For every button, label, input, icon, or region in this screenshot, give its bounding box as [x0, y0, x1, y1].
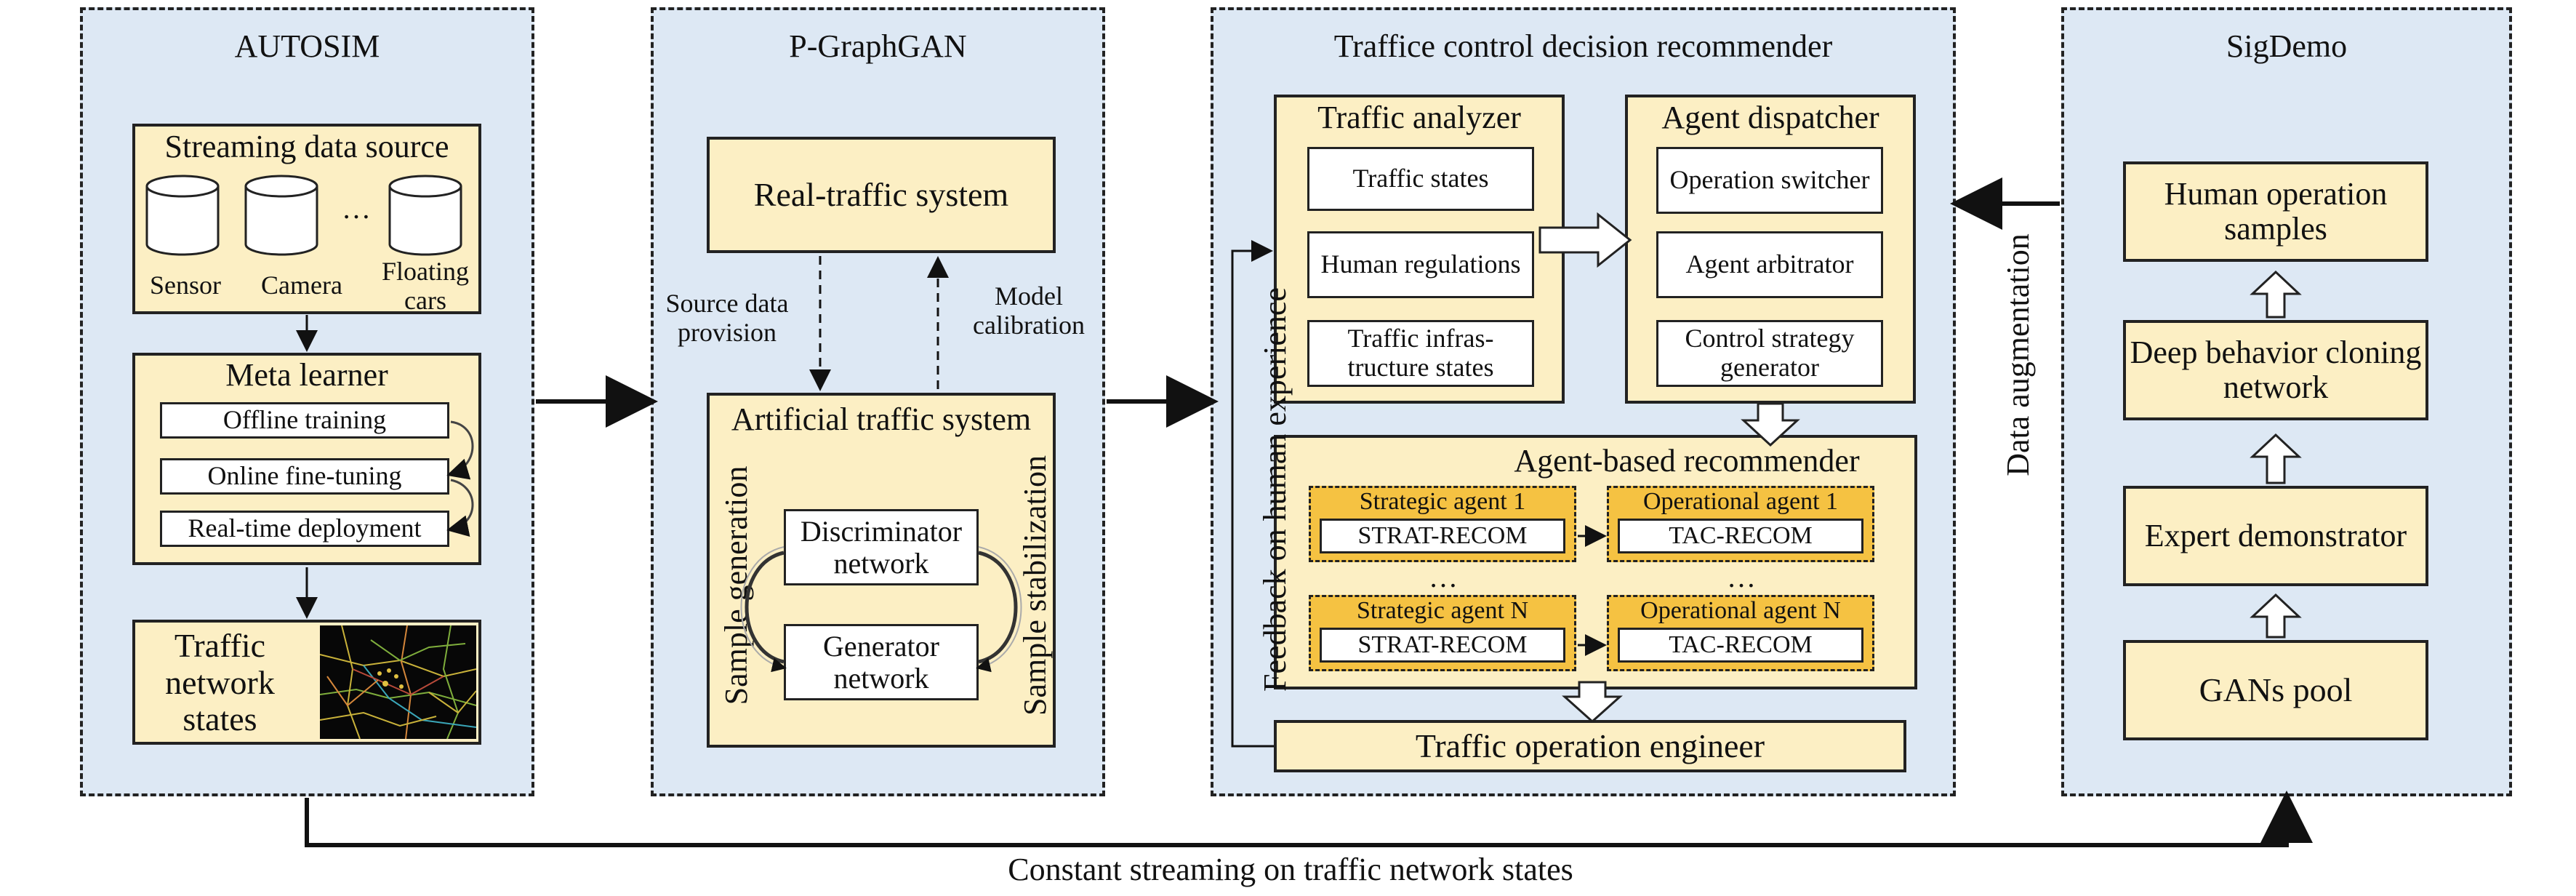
- hollow-arrow-expert-to-deepbc: [2250, 433, 2302, 484]
- real-time-deployment-step: Real-time deployment: [160, 511, 449, 547]
- operational-agent-1-label: Operational agent 1: [1642, 488, 1839, 516]
- constant-streaming-line: [305, 791, 2313, 847]
- traffic-network-states-label: Traffic network states: [165, 627, 275, 738]
- sensor-label: Sensor: [150, 271, 221, 300]
- gans-pool-box: GANs pool: [2123, 640, 2428, 740]
- tac-recom-n: TAC-RECOM: [1618, 628, 1863, 663]
- strat-recom-1: STRAT-RECOM: [1320, 519, 1565, 553]
- meta-learner-title: Meta learner: [225, 356, 388, 393]
- hollow-arrow-gans-to-expert: [2250, 593, 2302, 639]
- strategic-agent-n-label: Strategic agent N: [1309, 596, 1576, 625]
- bottom-caption: Constant streaming on traffic network st…: [1008, 851, 1573, 887]
- operational-agent-n-label: Operational agent N: [1640, 597, 1841, 625]
- curve-generation-loop-inner: [740, 546, 787, 673]
- agent-based-recommender-title: Agent-based recommender: [1514, 442, 1860, 479]
- human-operation-samples-box: Human operation samples: [2123, 161, 2428, 262]
- control-strategy-generator-item: Control strategy generator: [1656, 320, 1883, 387]
- strategic-agents-ellipsis: …: [1429, 561, 1458, 593]
- deep-behavior-cloning-network-box: Deep behavior cloning network: [2123, 320, 2428, 420]
- sensor-database-icon: [145, 175, 220, 256]
- recommender-title: Traffice control decision recommender: [1333, 28, 1833, 64]
- curve-stabilization-loop-inner: [976, 546, 1022, 673]
- strategic-agent-1-label: Strategic agent 1: [1359, 488, 1526, 516]
- curve-online-to-realtime: [446, 479, 474, 537]
- traffic-infrastructure-states-item: Traffic infras- tructure states: [1307, 320, 1534, 387]
- feedback-loop-line: [1231, 240, 1274, 748]
- offline-training-step: Offline training: [160, 402, 449, 439]
- traffic-analyzer-title: Traffic analyzer: [1317, 99, 1521, 135]
- pgraphgan-title: P-GraphGAN: [789, 28, 967, 64]
- agent-arbitrator-item: Agent arbitrator: [1656, 231, 1883, 298]
- strat-recom-n: STRAT-RECOM: [1320, 628, 1565, 663]
- traffic-states-item: Traffic states: [1307, 147, 1534, 211]
- autosim-title: AUTOSIM: [234, 28, 380, 64]
- expert-demonstrator-box: Expert demonstrator: [2123, 486, 2428, 586]
- curve-stabilization-loop: [978, 551, 1018, 664]
- model-calibration-label: Model calibration: [973, 281, 1085, 340]
- camera-database-icon: [244, 175, 318, 256]
- real-traffic-system-box: Real-traffic system: [707, 137, 1056, 253]
- curve-generation-loop: [745, 551, 785, 664]
- sigdemo-title: SigDemo: [2226, 28, 2348, 64]
- human-regulations-item: Human regulations: [1307, 231, 1534, 298]
- tac-recom-1: TAC-RECOM: [1618, 519, 1863, 553]
- traffic-operation-engineer-box: Traffic operation engineer: [1274, 720, 1906, 772]
- artificial-traffic-system-title: Artificial traffic system: [731, 401, 1032, 437]
- operation-switcher-item: Operation switcher: [1656, 147, 1883, 214]
- hollow-arrow-analyzer-to-dispatcher: [1538, 212, 1632, 268]
- source-data-provision-label: Source data provision: [665, 289, 789, 347]
- hollow-arrow-dispatcher-to-agents: [1741, 402, 1800, 447]
- agent-dispatcher-title: Agent dispatcher: [1661, 99, 1879, 135]
- discriminator-network-box: Discriminator network: [784, 509, 979, 585]
- operational-agents-ellipsis: …: [1727, 561, 1756, 593]
- floating-cars-label: Floating cars: [381, 257, 469, 315]
- road-network-map-image: [320, 625, 476, 739]
- curve-offline-to-online: [446, 420, 474, 480]
- camera-label: Camera: [261, 271, 342, 300]
- streaming-data-source-title: Streaming data source: [164, 128, 449, 164]
- online-fine-tuning-step: Online fine-tuning: [160, 458, 449, 495]
- hollow-arrow-deepbc-to-samples: [2250, 270, 2302, 319]
- hollow-arrow-agents-to-engineer: [1562, 681, 1623, 724]
- strategic-agent-n-text: Strategic agent N: [1356, 597, 1529, 625]
- ellipsis: …: [342, 192, 371, 225]
- floating-cars-database-icon: [388, 175, 462, 256]
